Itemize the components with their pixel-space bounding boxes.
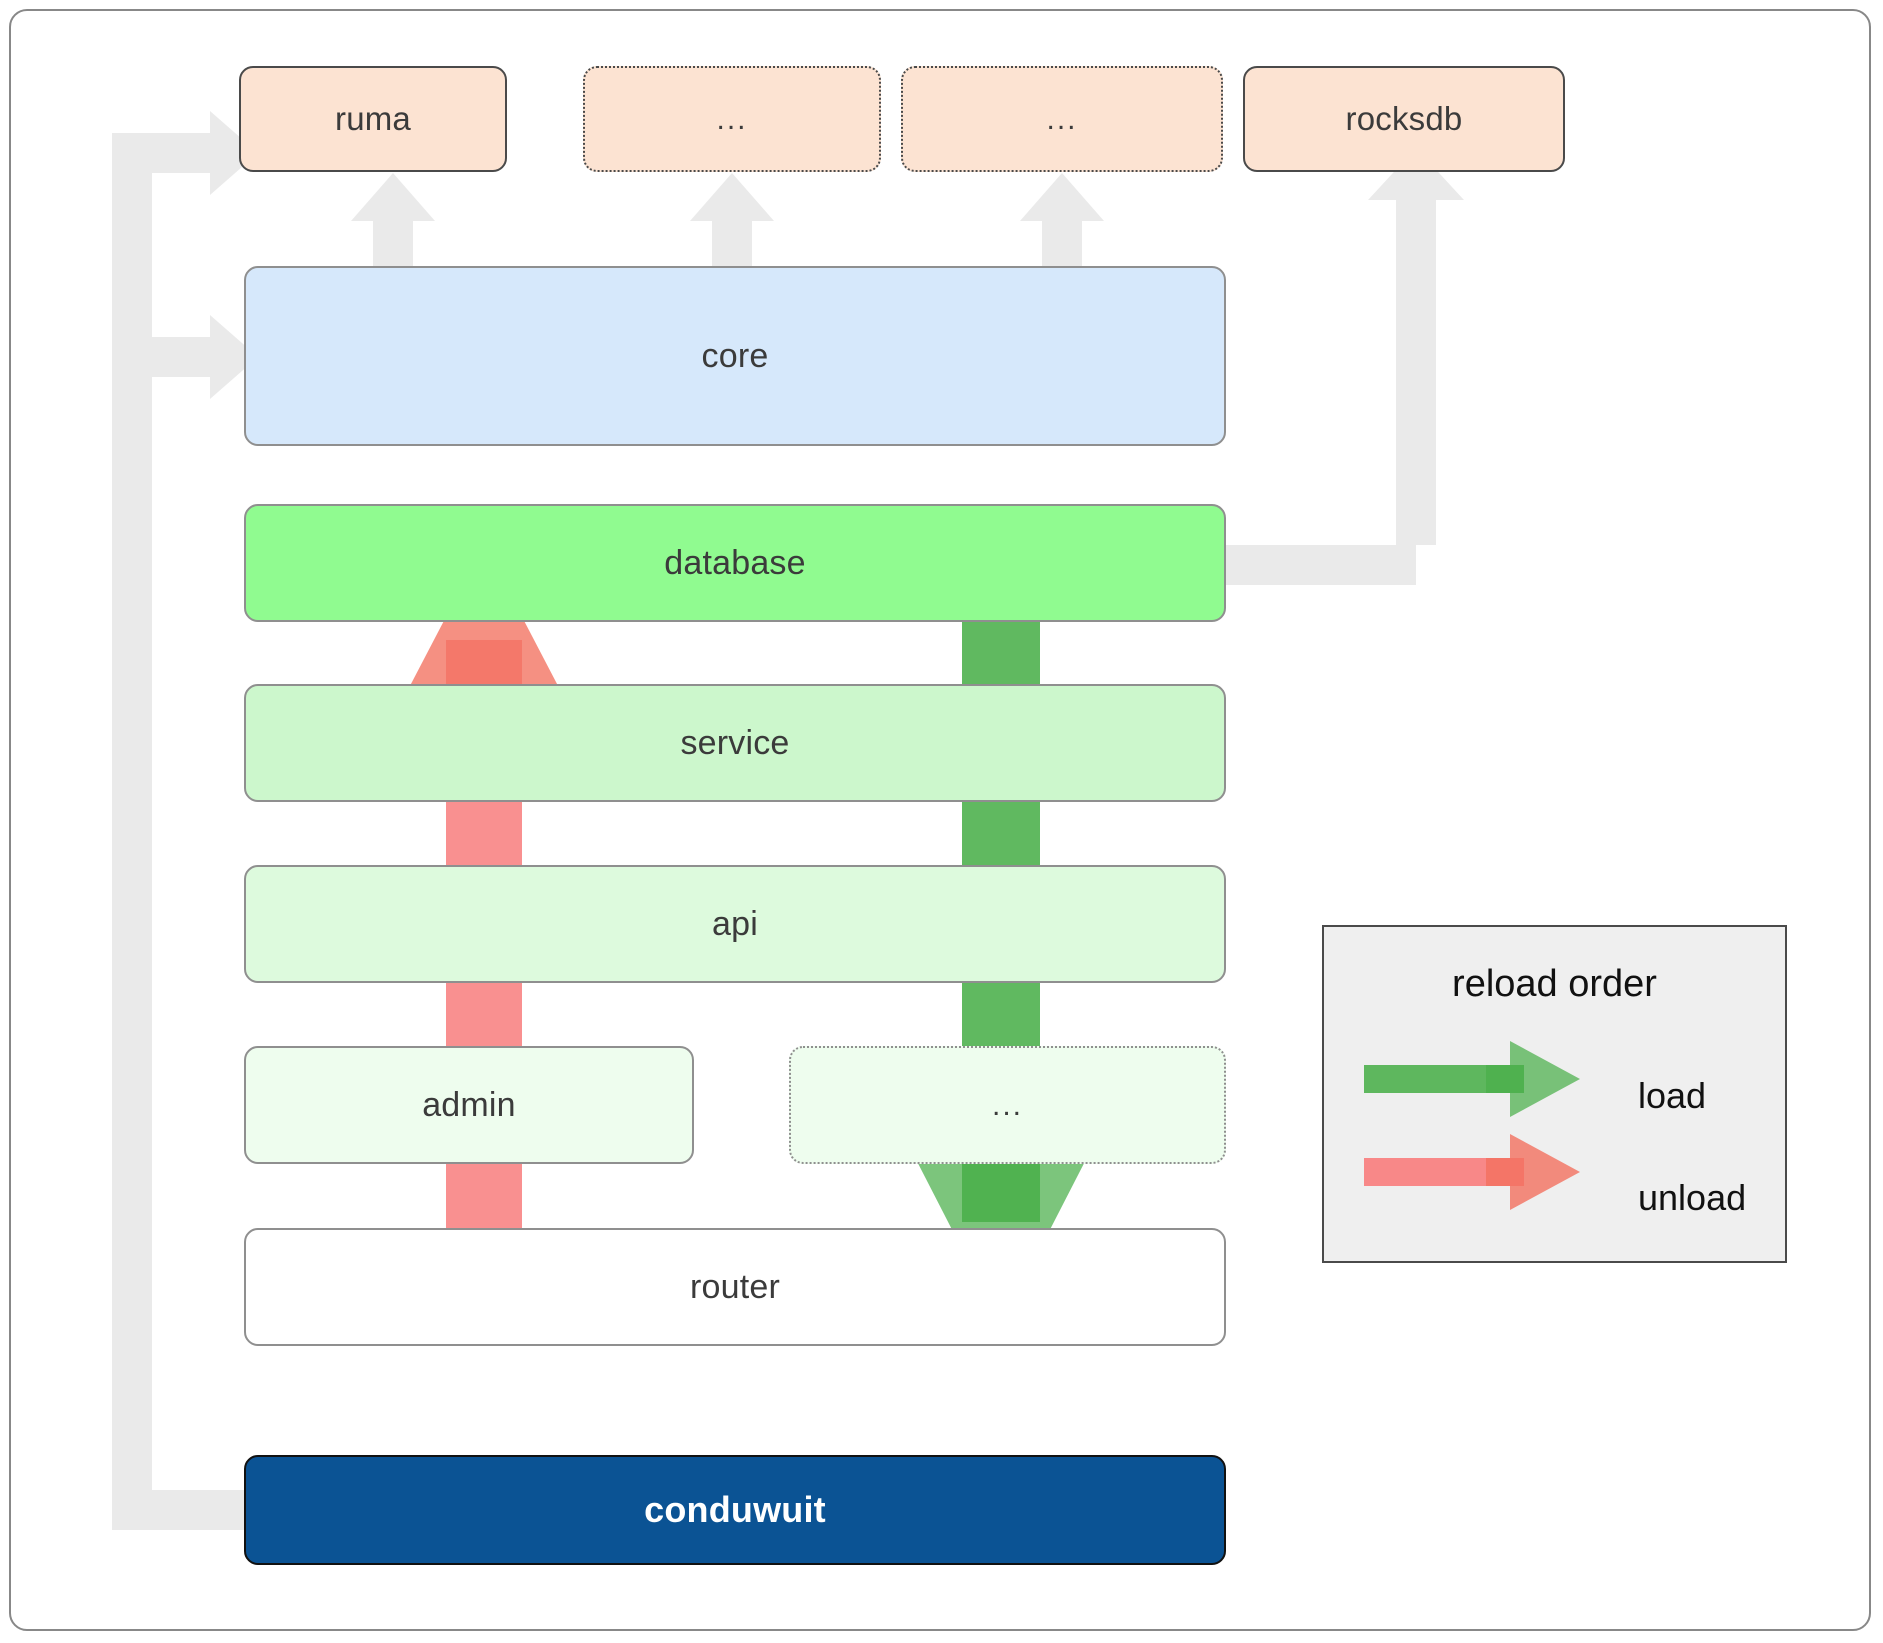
dependency-label: ruma — [335, 100, 411, 137]
crate-box-admin[interactable]: admin — [244, 1046, 694, 1164]
crate-box-service[interactable]: service — [244, 684, 1226, 802]
connector-core-to-deps — [351, 173, 1104, 266]
crate-label-database: database — [664, 543, 806, 582]
crate-box-api[interactable]: api — [244, 865, 1226, 983]
binary-label-conduwuit: conduwuit — [644, 1489, 826, 1530]
legend-label-unload: unload — [1638, 1177, 1747, 1218]
crate-box-more[interactable]: ... — [789, 1046, 1226, 1164]
crate-label-router: router — [689, 1267, 781, 1306]
crate-box-database[interactable]: database — [244, 504, 1226, 622]
dependency-box-ruma[interactable]: ruma — [239, 66, 507, 172]
dependency-box-rocksdb[interactable]: rocksdb — [1243, 66, 1565, 172]
dependency-box-more-1[interactable]: ... — [583, 66, 881, 172]
legend-label-load: load — [1638, 1075, 1707, 1116]
dependency-box-more-2[interactable]: ... — [901, 66, 1223, 172]
crate-box-core[interactable]: core — [244, 266, 1226, 446]
crate-label-core: core — [701, 336, 769, 375]
binary-box-conduwuit[interactable]: conduwuit — [244, 1455, 1226, 1565]
legend-unload-arrow — [1364, 1134, 1580, 1210]
crate-box-router[interactable]: router — [244, 1228, 1226, 1346]
legend-load-arrow — [1364, 1041, 1580, 1117]
crate-label-api: api — [712, 904, 758, 943]
dependency-label: ... — [716, 102, 748, 136]
dependency-label: rocksdb — [1345, 100, 1463, 137]
crate-label-service: service — [680, 723, 790, 762]
legend-panel: reload order load unload — [1322, 925, 1787, 1263]
dependency-label: ... — [1046, 102, 1078, 136]
legend-title: reload order — [1452, 963, 1657, 1005]
legend-arrow-layer — [1364, 1041, 1580, 1210]
crate-label-admin: admin — [422, 1085, 516, 1124]
crate-label-more: ... — [991, 1088, 1023, 1122]
connector-database-to-rocksdb — [1226, 148, 1464, 585]
connector-conduwuit-to-deps — [112, 111, 258, 1530]
